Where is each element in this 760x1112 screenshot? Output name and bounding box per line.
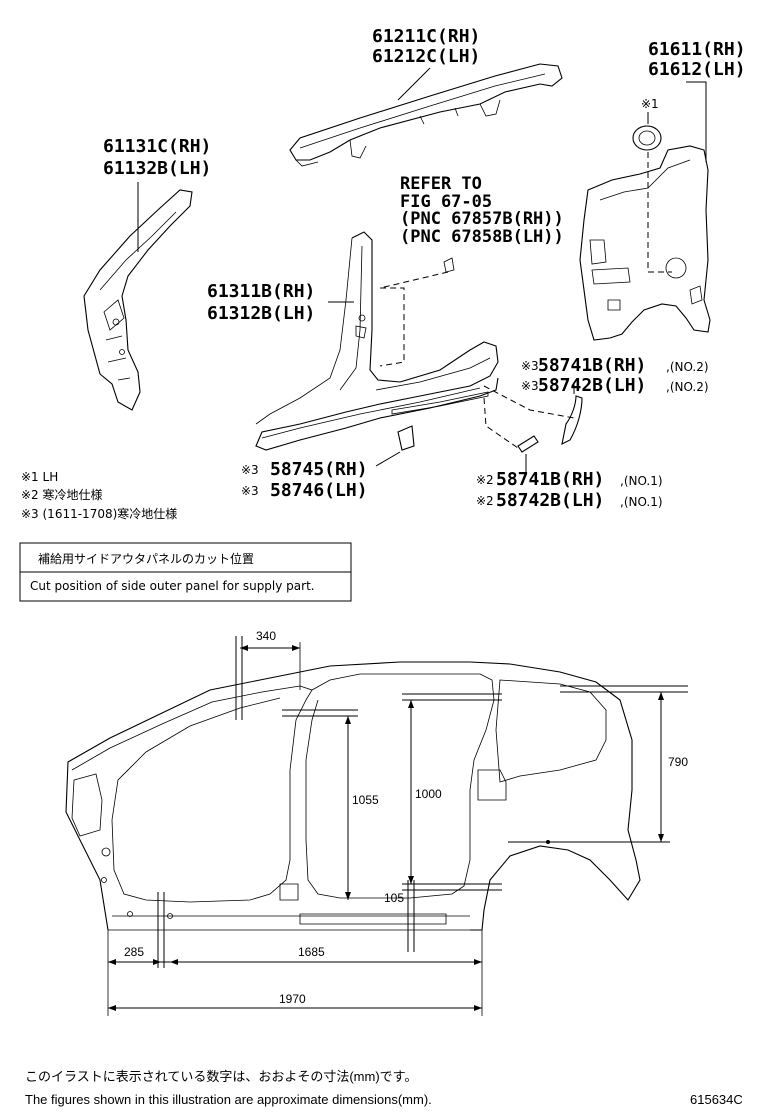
legend-jp: 補給用サイドアウタパネルのカット位置 xyxy=(38,551,254,566)
seal-front-lh-mark: ※3 xyxy=(241,484,259,498)
fuel-lid-part xyxy=(632,125,662,151)
seal-no1-lh-suffix: ,(NO.1) xyxy=(620,495,663,509)
dim-1970: 1970 xyxy=(279,992,306,1006)
dim-1055: 1055 xyxy=(352,793,379,807)
illustration-code: 615634C xyxy=(690,1092,743,1107)
quarter-panel-rh-label: 61611(RH) xyxy=(648,39,746,60)
quarter-panel-part xyxy=(579,145,711,341)
side-body-outline xyxy=(65,661,641,931)
dim-340: 340 xyxy=(256,629,276,643)
seal-no1-dash xyxy=(483,397,519,449)
seal-no1-rh-mark: ※2 xyxy=(476,473,494,487)
front-pillar-rh-label: 61131C(RH) xyxy=(103,136,211,157)
seal-no1-lh-mark: ※2 xyxy=(476,494,494,508)
refer-line4: (PNC 67858B(LH)) xyxy=(400,227,564,247)
seal-front-rh-label: 58745(RH) xyxy=(270,459,368,480)
seal-no1-part xyxy=(517,435,539,453)
side-outer-rh-label: 61311B(RH) xyxy=(207,281,315,302)
roof-rail-part xyxy=(289,63,563,167)
seal-no2-rh-label: 58741B(RH) xyxy=(538,355,646,376)
seal-no2-lh-suffix: ,(NO.2) xyxy=(666,380,709,394)
footer-jp: このイラストに表示されている数字は、おおよその寸法(mm)です。 xyxy=(25,1069,417,1084)
seal-front-rh-mark: ※3 xyxy=(241,463,259,477)
seal-no1-rh-label: 58741B(RH) xyxy=(496,469,604,490)
seal-no2-rh-suffix: ,(NO.2) xyxy=(666,360,709,374)
note-1: ※1 LH xyxy=(21,470,58,484)
clip-part xyxy=(443,257,455,273)
roof-rail-rh-label: 61211C(RH) xyxy=(372,26,480,47)
side-outer-lh-label: 61312B(LH) xyxy=(207,303,315,324)
dim-1000: 1000 xyxy=(415,787,442,801)
seal-no2-rh-mark: ※3 xyxy=(521,359,539,373)
front-pillar-lh-label: 61132B(LH) xyxy=(103,158,211,179)
seal-front-leader xyxy=(375,451,401,467)
clip-dash xyxy=(379,271,449,367)
refer-line2: FIG 67-05 xyxy=(400,192,492,212)
quarter-dash xyxy=(647,152,672,273)
seal-no2-lh-mark: ※3 xyxy=(521,379,539,393)
roof-rail-lh-label: 61212C(LH) xyxy=(372,46,480,67)
front-pillar-part xyxy=(83,189,193,411)
dim-285: 285 xyxy=(124,945,144,959)
legend-en: Cut position of side outer panel for sup… xyxy=(30,579,315,593)
refer-line1: REFER TO xyxy=(400,174,482,194)
note-3: ※3 (1611-1708)寒冷地仕様 xyxy=(21,506,177,521)
seal-no2-part xyxy=(561,395,583,445)
seal-no1-lh-label: 58742B(LH) xyxy=(496,490,604,511)
dim-1685: 1685 xyxy=(298,945,325,959)
seal-no2-lh-label: 58742B(LH) xyxy=(538,375,646,396)
seal-no2-dash xyxy=(483,385,575,419)
quarter-panel-leader xyxy=(686,81,707,162)
seal-no1-rh-suffix: ,(NO.1) xyxy=(620,474,663,488)
side-outer-panel-part xyxy=(255,231,499,451)
roof-rail-leader xyxy=(397,67,431,101)
quarter-panel-lh-label: 61612(LH) xyxy=(648,59,746,80)
footer-en: The figures shown in this illustration a… xyxy=(25,1092,432,1107)
note-2: ※2 寒冷地仕様 xyxy=(21,487,103,502)
dimension-lines xyxy=(107,642,670,1016)
seal-front-part xyxy=(397,425,415,451)
quarter-panel-mark: ※1 xyxy=(641,97,659,111)
cut-lines xyxy=(157,636,688,968)
seal-front-lh-label: 58746(LH) xyxy=(270,480,368,501)
refer-line3: (PNC 67857B(RH)) xyxy=(400,209,564,229)
dim-105: 105 xyxy=(384,891,404,905)
dim-790: 790 xyxy=(668,755,688,769)
